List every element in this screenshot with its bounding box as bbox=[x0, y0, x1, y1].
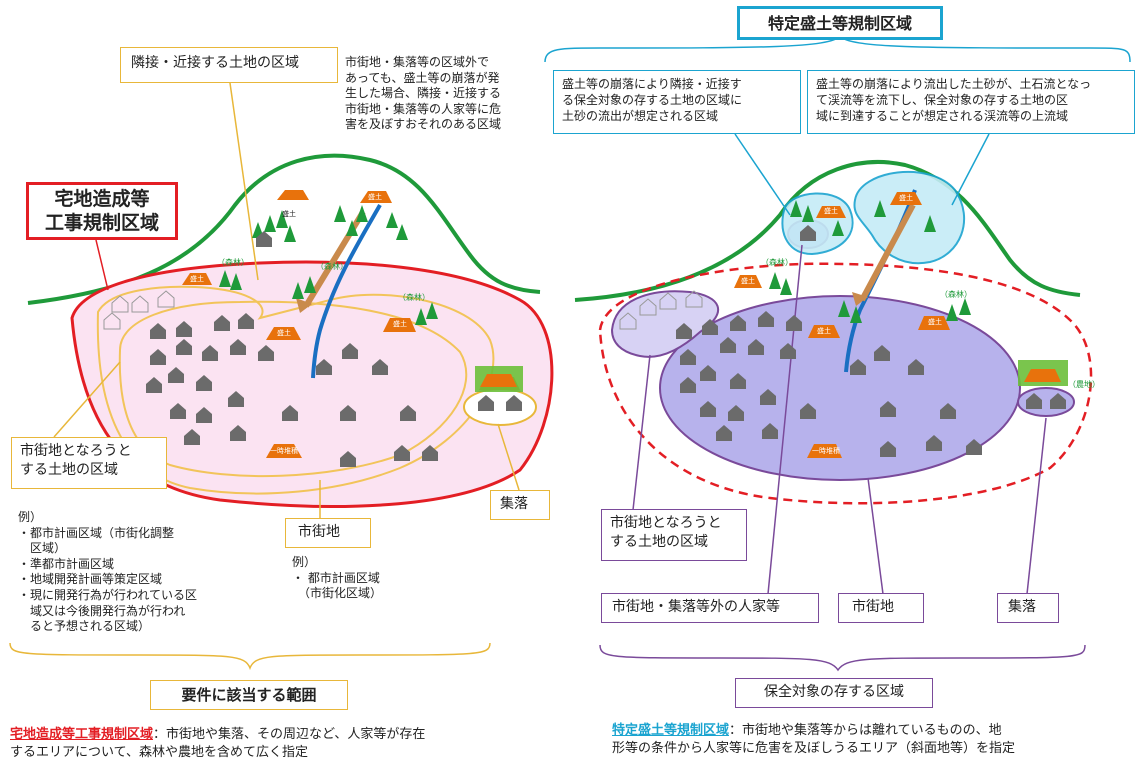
right-mountain-ridge bbox=[574, 160, 1081, 302]
left-regulation-zone bbox=[70, 260, 554, 508]
left-morido-2: 盛土 bbox=[368, 193, 382, 201]
left-temp-place: 一時堆積 bbox=[270, 447, 298, 455]
left-morido-4: 盛土 bbox=[277, 329, 291, 337]
left-region-title-box: 宅地造成等 工事規制区域 bbox=[26, 182, 178, 240]
right-footer-term: 特定盛土等規制区域 bbox=[612, 723, 730, 738]
left-morido-3: 盛土 bbox=[190, 275, 204, 283]
right-footer: 特定盛土等規制区域：市街地や集落等からは離れているものの、地 形等の条件から人家… bbox=[612, 722, 1132, 757]
outside-label-box: 市街地・集落等外の人家等 bbox=[601, 593, 819, 623]
requirement-title-box: 要件に該当する範囲 bbox=[150, 680, 348, 710]
right-bottom-brace bbox=[599, 644, 1086, 672]
left-village-label-box: 集落 bbox=[490, 490, 550, 520]
requirement-title: 要件に該当する範囲 bbox=[181, 686, 317, 704]
outside-label: 市街地・集落等外の人家等 bbox=[612, 599, 780, 615]
right-region-title-box: 特定盛土等規制区域 bbox=[737, 6, 943, 40]
right-slope-zone1 bbox=[781, 192, 854, 256]
right-city-label: 市街地 bbox=[852, 599, 894, 615]
left-footer-text: ：市街地や集落、その周辺など、人家等が存在 するエリアについて、森林や農地を含め… bbox=[10, 727, 426, 760]
right-farm: （農地） bbox=[1068, 380, 1100, 389]
right-urbanizing-label-box: 市街地となろうと する土地の区域 bbox=[601, 509, 747, 561]
left-city-label-box: 市街地 bbox=[285, 518, 371, 548]
right-morido-1: 盛土 bbox=[824, 207, 838, 215]
left-forest-3: （森林） bbox=[398, 293, 430, 302]
right-morido-4: 盛土 bbox=[817, 327, 831, 335]
left-river bbox=[311, 204, 382, 379]
right-specified-zone bbox=[598, 262, 1093, 505]
right-forest-2: （森林） bbox=[940, 290, 972, 299]
left-morido-1: 盛土 bbox=[282, 210, 296, 218]
right-box1-text: 盛土等の崩落により隣接・近接す る保全対象の存する土地の区域に 土砂の流出が想定… bbox=[562, 77, 743, 124]
left-urbanizing-label: 市街地となろうと する土地の区域 bbox=[20, 443, 132, 478]
right-region-title: 特定盛土等規制区域 bbox=[767, 14, 912, 33]
left-houses bbox=[103, 231, 522, 467]
left-morido-5: 盛土 bbox=[393, 320, 407, 328]
adjacent-label-box: 隣接・近接する土地の区域 bbox=[120, 47, 338, 83]
right-morido-3: 盛土 bbox=[741, 277, 755, 285]
right-panel-graphics bbox=[544, 34, 1131, 672]
right-forest-1: （森林） bbox=[761, 258, 793, 267]
right-village-label: 集落 bbox=[1008, 599, 1036, 615]
left-footer-term: 宅地造成等工事規制区域 bbox=[10, 727, 154, 742]
left-urbanizing-label-box: 市街地となろうと する土地の区域 bbox=[11, 437, 167, 489]
right-urbanizing-label: 市街地となろうと する土地の区域 bbox=[610, 515, 722, 550]
right-city-label-box: 市街地 bbox=[838, 593, 924, 623]
right-morido-5: 盛土 bbox=[928, 318, 942, 326]
left-forest-1: （森林） bbox=[217, 258, 249, 267]
left-region-title: 宅地造成等 工事規制区域 bbox=[44, 188, 159, 234]
right-box1: 盛土等の崩落により隣接・近接す る保全対象の存する土地の区域に 土砂の流出が想定… bbox=[553, 70, 801, 134]
left-panel-graphics bbox=[9, 75, 554, 671]
left-village-zone bbox=[463, 388, 537, 426]
left-footer: 宅地造成等工事規制区域：市街地や集落、その周辺など、人家等が存在 するエリアにつ… bbox=[10, 726, 550, 761]
protected-label: 保全対象の存する区域 bbox=[764, 684, 904, 700]
right-box2: 盛土等の崩落により流出した土砂が、土石流となっ て渓流等を流下し、保全対象の存す… bbox=[807, 70, 1135, 134]
left-bottom-brace bbox=[9, 642, 491, 671]
examples-left: 例） ・都市計画区域（市街化調整 区域） ・準都市計画区域 ・地域開発計画等策定… bbox=[18, 510, 198, 634]
right-city-zone bbox=[659, 295, 1021, 481]
right-box2-text: 盛土等の崩落により流出した土砂が、土石流となっ て渓流等を流下し、保全対象の存す… bbox=[816, 77, 1092, 124]
left-mountain-ridge bbox=[27, 153, 541, 305]
right-temp-place: 一時堆積 bbox=[812, 447, 840, 455]
adjacent-note: 市街地・集落等の区域外で あっても、盛土等の崩落が発 生した場合、隣接・近接する… bbox=[345, 55, 502, 132]
right-morido-2: 盛土 bbox=[899, 194, 913, 202]
adjacent-label: 隣接・近接する土地の区域 bbox=[131, 55, 299, 71]
right-village-label-box: 集落 bbox=[997, 593, 1059, 623]
left-village-label: 集落 bbox=[500, 496, 528, 512]
left-city-label: 市街地 bbox=[298, 524, 340, 540]
right-footer-text: ：市街地や集落等からは離れているものの、地 形等の条件から人家等に危害を及ぼしう… bbox=[612, 723, 1016, 756]
left-forest-2: （森林） bbox=[316, 262, 348, 271]
examples-city: 例） ・ 都市計画区域 （市街化区域） bbox=[292, 555, 383, 601]
protected-label-box: 保全対象の存する区域 bbox=[735, 678, 933, 708]
